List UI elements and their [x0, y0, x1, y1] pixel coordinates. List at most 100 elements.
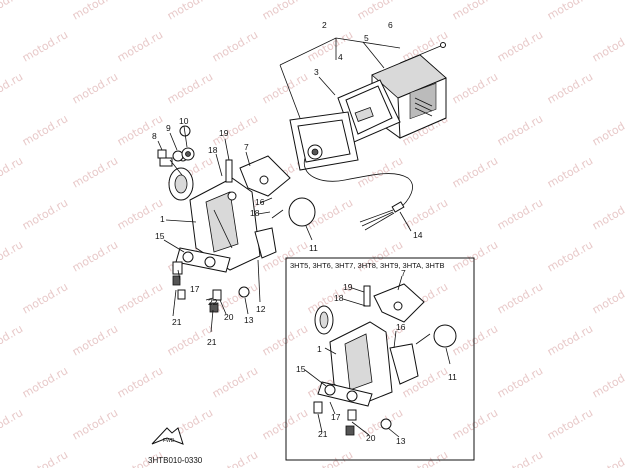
watermark-text: motod.ru — [20, 280, 70, 316]
watermark-text: motod.ru — [495, 28, 545, 64]
leader-lines — [157, 41, 451, 438]
callouts-main: 1 2 3 4 5 6 7 8 9 10 11 12 13 14 15 16 1… — [152, 20, 423, 347]
watermark-text: motod.ru — [450, 406, 500, 442]
watermark-text: motod.ru — [0, 0, 25, 23]
watermark-text: motod.ru — [210, 364, 260, 400]
leader-lines-top — [279, 37, 401, 119]
watermark-text: motod.ru — [450, 322, 500, 358]
watermark-text: motod.ru — [450, 0, 500, 23]
svg-text:FWD: FWD — [163, 438, 175, 444]
watermark-text: motod.ru — [0, 154, 25, 190]
watermark-text: motod.ru — [0, 322, 25, 358]
watermark-text: motod.ru — [115, 196, 165, 232]
inset-callout-21: 21 — [318, 429, 328, 439]
watermark-text: motod.ru — [260, 322, 310, 358]
inset-callout-16: 16 — [396, 322, 406, 332]
watermark-text: motod.ru — [260, 406, 310, 442]
callout-20: 20 — [224, 312, 234, 322]
taillight-lens-housing — [289, 42, 447, 171]
watermark-text: motod.ru — [70, 406, 120, 442]
watermark-text: motod.ru — [70, 70, 120, 106]
watermark-text: motod.ru — [0, 238, 25, 274]
callout-12: 12 — [256, 304, 266, 314]
inset-callout-7: 7 — [401, 268, 406, 278]
bolts-upper-left — [157, 147, 195, 162]
callout-18b: 18 — [250, 208, 260, 218]
callouts-inset: 7 19 18 16 1 11 15 17 21 20 13 — [296, 268, 457, 446]
watermark-text: motod.ru — [400, 196, 450, 232]
lower-mount — [172, 247, 250, 313]
watermark-text: motod.ru — [545, 70, 595, 106]
inset-callout-1: 1 — [317, 344, 322, 354]
watermark-text: motod.ru — [495, 448, 545, 468]
callout-21a: 21 — [172, 317, 182, 327]
watermark-text: motod.ru — [355, 154, 405, 190]
watermark-text: motod.ru — [305, 28, 355, 64]
watermark-text: motod.ru — [545, 322, 595, 358]
callout-3: 3 — [314, 67, 319, 77]
inset-callout-18: 18 — [334, 293, 344, 303]
watermark-text: motod.ru — [70, 238, 120, 274]
inset-callout-19: 19 — [343, 282, 353, 292]
callout-15: 15 — [155, 231, 165, 241]
watermark-text: motod.ru — [115, 280, 165, 316]
watermark-text: motod.ru — [70, 154, 120, 190]
watermark-text: motod.ru — [165, 0, 215, 23]
watermark-text: motod.ru — [115, 112, 165, 148]
watermark-text: motod.ru — [545, 238, 595, 274]
watermark-text: motod.ru — [450, 154, 500, 190]
watermark-text: motod.ru — [0, 406, 25, 442]
callout-5: 5 — [364, 33, 369, 43]
watermark-text: motod.ru — [260, 70, 310, 106]
mounting-bracket — [189, 159, 277, 271]
watermark-text: motod.ru — [495, 364, 545, 400]
inset-callout-15: 15 — [296, 364, 306, 374]
watermark-text: motod.ru — [545, 154, 595, 190]
watermark-text: motod.ru — [450, 70, 500, 106]
callout-17: 17 — [190, 284, 200, 294]
watermark-text: motod.ru — [545, 0, 595, 23]
wire-harness — [303, 157, 413, 231]
callout-10: 10 — [179, 116, 189, 126]
watermark-text: motod.ru — [0, 70, 25, 106]
watermark-text: motod.ru — [450, 238, 500, 274]
callout-9: 9 — [166, 123, 171, 133]
watermark-text: motod.ru — [165, 70, 215, 106]
callout-19: 19 — [219, 128, 229, 138]
callout-18a: 18 — [208, 145, 218, 155]
watermark-text: motod.ru — [400, 448, 450, 468]
callout-2: 2 — [322, 20, 327, 30]
watermark-text: motod.ru — [355, 0, 405, 23]
watermark-text: motod.ru — [545, 406, 595, 442]
inset-box — [285, 257, 475, 461]
watermark-text: motod.ru — [590, 364, 625, 400]
inset-assembly — [313, 283, 457, 436]
callout-21b: 21 — [207, 337, 217, 347]
diagram-code: 3HTB010-0330 — [148, 456, 203, 465]
watermark-text: motod.ru — [210, 448, 260, 468]
watermark-text: motod.ru — [590, 196, 625, 232]
inset-callout-20: 20 — [366, 433, 376, 443]
watermark-text: motod.ru — [115, 28, 165, 64]
inset-callout-13: 13 — [396, 436, 406, 446]
watermark-text: motod.ru — [20, 364, 70, 400]
watermark-text: motod.ru — [260, 0, 310, 23]
watermark-text: motod.ru — [20, 112, 70, 148]
watermark-text: motod.ru — [210, 28, 260, 64]
watermark-text: motod.ru — [20, 448, 70, 468]
watermark-text: motod.ru — [590, 112, 625, 148]
watermark-text: motod.ru — [495, 280, 545, 316]
watermark-text: motod.ru — [590, 280, 625, 316]
watermark-text: motod.ru — [495, 196, 545, 232]
watermark-text: motod.ru — [590, 448, 625, 468]
turn-signal-left — [159, 125, 194, 201]
inset-callout-11: 11 — [448, 372, 457, 382]
callout-16: 16 — [255, 197, 265, 207]
watermark-text: motod.ru — [20, 196, 70, 232]
callout-4: 4 — [338, 52, 343, 62]
callout-8: 8 — [152, 131, 157, 141]
callout-14: 14 — [413, 230, 423, 240]
callout-22: 22 — [208, 297, 218, 307]
